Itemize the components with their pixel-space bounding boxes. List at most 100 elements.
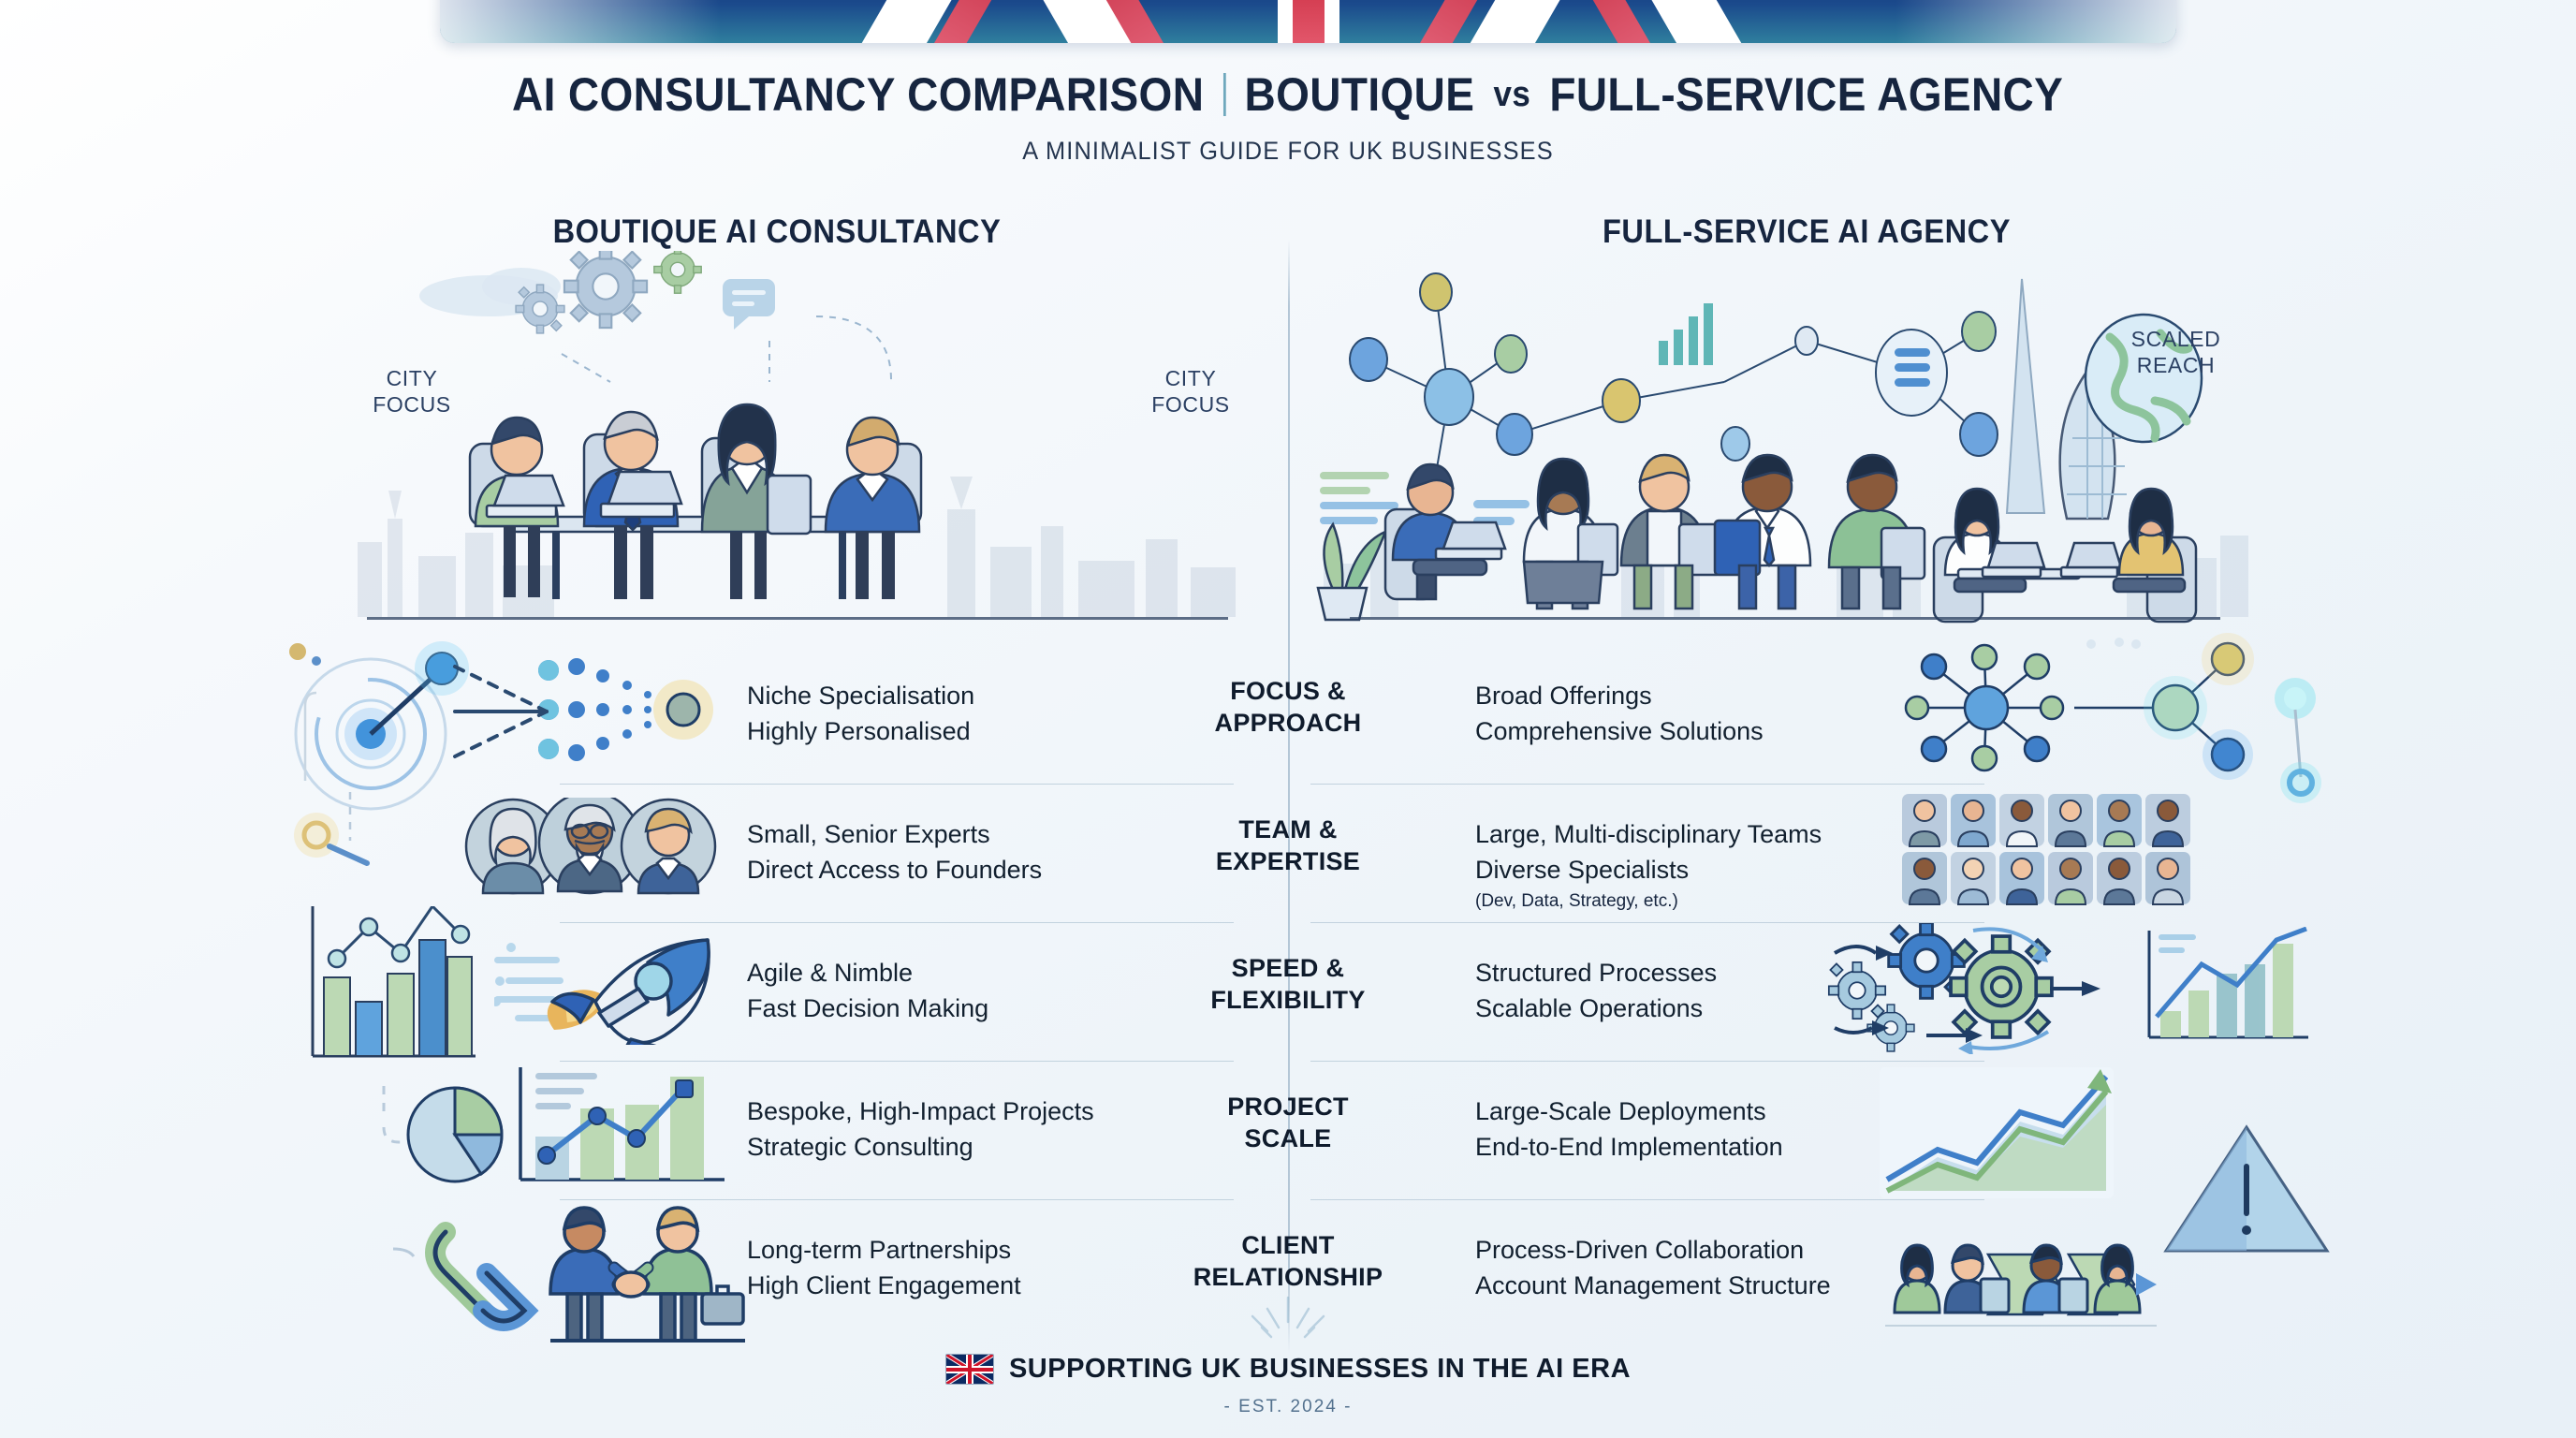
- avatar-grid-icon: [1902, 794, 2190, 905]
- column-heading-boutique: BOUTIQUE AI CONSULTANCY: [552, 213, 1002, 250]
- row-separator-left: [560, 1199, 1234, 1200]
- row-separator-left: [560, 922, 1234, 923]
- banner-fade-right: [1895, 0, 2176, 43]
- left-line-1: Agile & Nimble: [747, 959, 914, 987]
- page-subtitle: A MINIMALIST GUIDE FOR UK BUSINESSES: [1022, 137, 1554, 165]
- comparison-row: Long-term Partnerships High Client Engag…: [0, 1200, 2576, 1343]
- row-category: FOCUS & APPROACH: [1129, 676, 1447, 740]
- full-service-illustration: SCALED REACH: [1312, 251, 2258, 637]
- category-line-2: RELATIONSHIP: [1193, 1262, 1383, 1291]
- right-line-1: Structured Processes: [1475, 959, 1718, 987]
- comparison-row: Niche Specialisation Highly Personalised…: [0, 646, 2576, 785]
- sparkle-decoration-icon: [1251, 1296, 1325, 1339]
- category-line-1: SPEED &: [1231, 954, 1345, 982]
- boutique-illustration: CITY FOCUS CITY FOCUS: [329, 251, 1266, 637]
- row-right-text: Large, Multi-disciplinary Teams Diverse …: [1475, 816, 1999, 915]
- right-line-2: Comprehensive Solutions: [1475, 717, 1764, 746]
- right-line-1: Broad Offerings: [1475, 682, 1652, 710]
- title-left-part: AI CONSULTANCY COMPARISON: [512, 68, 1205, 121]
- left-line-2: Strategic Consulting: [747, 1133, 973, 1162]
- row-category: SPEED & FLEXIBILITY: [1129, 953, 1447, 1017]
- row-category: TEAM & EXPERTISE: [1129, 814, 1447, 878]
- left-line-2: Direct Access to Founders: [747, 856, 1043, 885]
- row-separator-right: [1310, 1199, 1984, 1200]
- page-title: AI CONSULTANCY COMPARISON BOUTIQUE vs FU…: [512, 67, 2063, 122]
- dotted-fan-lines-icon: [453, 665, 549, 758]
- row-left-text: Bespoke, High-Impact Projects Strategic …: [747, 1093, 1243, 1166]
- right-line-2: Scalable Operations: [1475, 994, 1704, 1023]
- category-line-2: APPROACH: [1214, 708, 1362, 737]
- team-arrows-icon: [1885, 1243, 2157, 1327]
- row-category: PROJECT SCALE: [1129, 1092, 1447, 1155]
- right-line-1: Large, Multi-disciplinary Teams: [1475, 820, 1822, 848]
- left-line-2: Fast Decision Making: [747, 994, 989, 1023]
- right-line-2: Account Management Structure: [1475, 1271, 1831, 1300]
- category-line-2: EXPERTISE: [1215, 846, 1361, 875]
- row-right-text: Process-Driven Collaboration Account Man…: [1475, 1232, 1999, 1304]
- right-subtext: (Dev, Data, Strategy, etc.): [1475, 890, 1678, 911]
- row-right-text: Structured Processes Scalable Operations: [1475, 955, 1999, 1027]
- comparison-row: Bespoke, High-Impact Projects Strategic …: [0, 1062, 2576, 1200]
- london-skyline-icon: [358, 477, 1236, 617]
- flag-diagonal-red: [1558, 0, 1660, 43]
- left-line-1: Small, Senior Experts: [747, 820, 990, 848]
- comparison-row: Small, Senior Experts Direct Access to F…: [0, 785, 2576, 923]
- row-separator-left: [560, 1061, 1234, 1062]
- category-line-1: FOCUS &: [1230, 677, 1346, 705]
- footer-established: - EST. 2024 -: [1223, 1397, 1353, 1416]
- category-line-1: CLIENT: [1241, 1231, 1335, 1259]
- left-line-1: Bespoke, High-Impact Projects: [747, 1097, 1094, 1125]
- row-category: CLIENT RELATIONSHIP: [1129, 1230, 1447, 1294]
- city-focus-tag-right: CITY FOCUS: [1151, 366, 1230, 418]
- illustration-baseline: [1350, 617, 2220, 620]
- title-full-service: FULL-SERVICE AGENCY: [1549, 68, 2064, 121]
- footer: SUPPORTING UK BUSINESSES IN THE AI ERA -…: [0, 1354, 2576, 1417]
- converging-dots-icon: [538, 658, 713, 761]
- left-line-2: Highly Personalised: [747, 717, 971, 746]
- row-separator-right: [1310, 1061, 1984, 1062]
- union-jack-header-banner: [440, 0, 2176, 43]
- left-line-2: High Client Engagement: [747, 1271, 1021, 1300]
- title-divider: [1222, 73, 1226, 116]
- rising-line-chart-icon: [1880, 1067, 2114, 1198]
- right-line-2: End-to-End Implementation: [1475, 1133, 1783, 1162]
- category-line-2: FLEXIBILITY: [1210, 985, 1366, 1014]
- row-left-text: Long-term Partnerships High Client Engag…: [747, 1232, 1243, 1304]
- three-senior-avatars-icon: [464, 798, 717, 895]
- column-heading-full-service: FULL-SERVICE AI AGENCY: [1602, 213, 2012, 250]
- right-line-2: Diverse Specialists: [1475, 856, 1690, 885]
- left-line-1: Niche Specialisation: [747, 682, 975, 710]
- footer-tagline-row: SUPPORTING UK BUSINESSES IN THE AI ERA: [944, 1354, 1632, 1385]
- boutique-team-scene: [419, 251, 923, 599]
- title-boutique: BOUTIQUE: [1244, 68, 1475, 121]
- row-right-text: Large-Scale Deployments End-to-End Imple…: [1475, 1093, 1999, 1166]
- row-right-text: Broad Offerings Comprehensive Solutions: [1475, 678, 1999, 750]
- row-left-text: Small, Senior Experts Direct Access to F…: [747, 816, 1243, 888]
- union-jack-flag-icon: [944, 1354, 994, 1385]
- city-focus-tag-left: CITY FOCUS: [373, 366, 451, 418]
- title-block: AI CONSULTANCY COMPARISON BOUTIQUE vs FU…: [0, 67, 2576, 166]
- illustration-baseline: [367, 617, 1228, 620]
- chain-link-handshake-icon: [393, 1206, 745, 1343]
- comparison-row: Agile & Nimble Fast Decision Making SPEE…: [0, 923, 2576, 1062]
- right-line-1: Process-Driven Collaboration: [1475, 1236, 1805, 1264]
- row-left-text: Agile & Nimble Fast Decision Making: [747, 955, 1243, 1027]
- row-separator-left: [560, 784, 1234, 785]
- right-line-1: Large-Scale Deployments: [1475, 1097, 1766, 1125]
- full-service-team-scene: [1316, 272, 2203, 624]
- comparison-rows: Niche Specialisation Highly Personalised…: [0, 646, 2576, 1343]
- row-separator-right: [1310, 922, 1984, 923]
- flag-vertical-red: [1292, 0, 1325, 43]
- row-separator-right: [1310, 784, 1984, 785]
- gears-process-icon: [1827, 923, 2100, 1054]
- banner-fade-left: [440, 0, 721, 43]
- flag-diagonal-white: [1464, 0, 1590, 43]
- scaled-reach-tag: SCALED REACH: [2130, 327, 2221, 378]
- footer-tagline: SUPPORTING UK BUSINESSES IN THE AI ERA: [1008, 1354, 1632, 1384]
- pie-and-growth-chart-icon: [382, 1067, 724, 1183]
- column-divider: [1288, 240, 1290, 1354]
- row-left-text: Niche Specialisation Highly Personalised: [747, 678, 1243, 750]
- growth-bar-chart-icon: [2147, 927, 2308, 1039]
- category-line-1: PROJECT: [1227, 1093, 1349, 1121]
- category-line-2: SCALE: [1244, 1123, 1332, 1152]
